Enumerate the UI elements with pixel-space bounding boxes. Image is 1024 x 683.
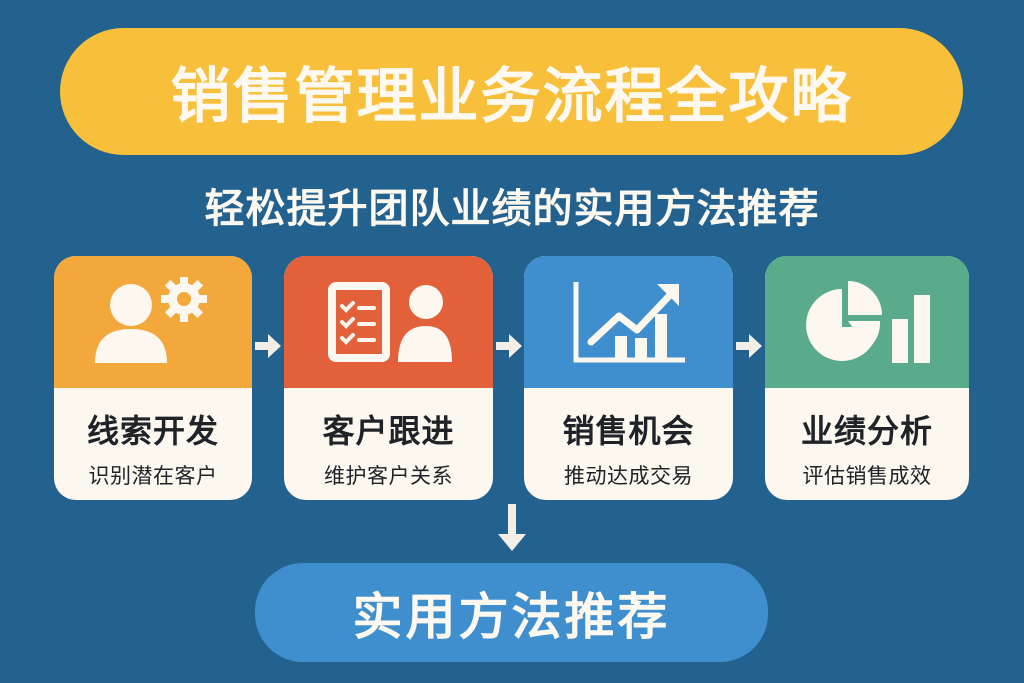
arrow-right-icon — [496, 334, 522, 358]
step-desc: 识别潜在客户 — [88, 464, 218, 488]
person-gear-icon — [95, 277, 207, 363]
step-card-body: 线索开发 识别潜在客户 — [54, 388, 252, 500]
step-card-header — [765, 256, 969, 388]
step-card-performance-analysis: 业绩分析 评估销售成效 — [765, 256, 969, 500]
page-subtitle: 轻松提升团队业绩的实用方法推荐 — [204, 186, 820, 232]
step-card-header — [524, 256, 733, 388]
step-card-sales-opportunity: 销售机会 推动达成交易 — [524, 256, 733, 500]
step-desc: 评估销售成效 — [802, 464, 932, 488]
arrow-down-icon — [498, 504, 526, 551]
step-name: 线索开发 — [86, 412, 219, 450]
pie-bar-chart-icon — [806, 281, 930, 363]
step-card-header — [54, 256, 252, 388]
checklist-person-icon — [327, 282, 452, 362]
step-card-header — [284, 256, 493, 388]
page-title: 销售管理业务流程全攻略 — [170, 62, 853, 132]
step-desc: 维护客户关系 — [324, 464, 453, 488]
methods-label: 实用方法推荐 — [352, 587, 671, 646]
growth-chart-icon — [573, 282, 685, 363]
step-card-body: 客户跟进 维护客户关系 — [284, 388, 493, 500]
title-banner: 销售管理业务流程全攻略 — [60, 28, 963, 155]
step-card-lead-development: 线索开发 识别潜在客户 — [54, 256, 252, 500]
step-card-body: 销售机会 推动达成交易 — [524, 388, 733, 500]
step-name: 销售机会 — [562, 412, 695, 450]
step-name: 业绩分析 — [800, 412, 933, 450]
arrow-right-icon — [255, 334, 281, 358]
methods-banner: 实用方法推荐 — [255, 563, 768, 662]
step-card-customer-followup: 客户跟进 维护客户关系 — [284, 256, 493, 500]
step-card-body: 业绩分析 评估销售成效 — [765, 388, 969, 500]
step-name: 客户跟进 — [322, 412, 455, 450]
arrow-right-icon — [736, 334, 762, 358]
step-desc: 推动达成交易 — [564, 464, 693, 488]
